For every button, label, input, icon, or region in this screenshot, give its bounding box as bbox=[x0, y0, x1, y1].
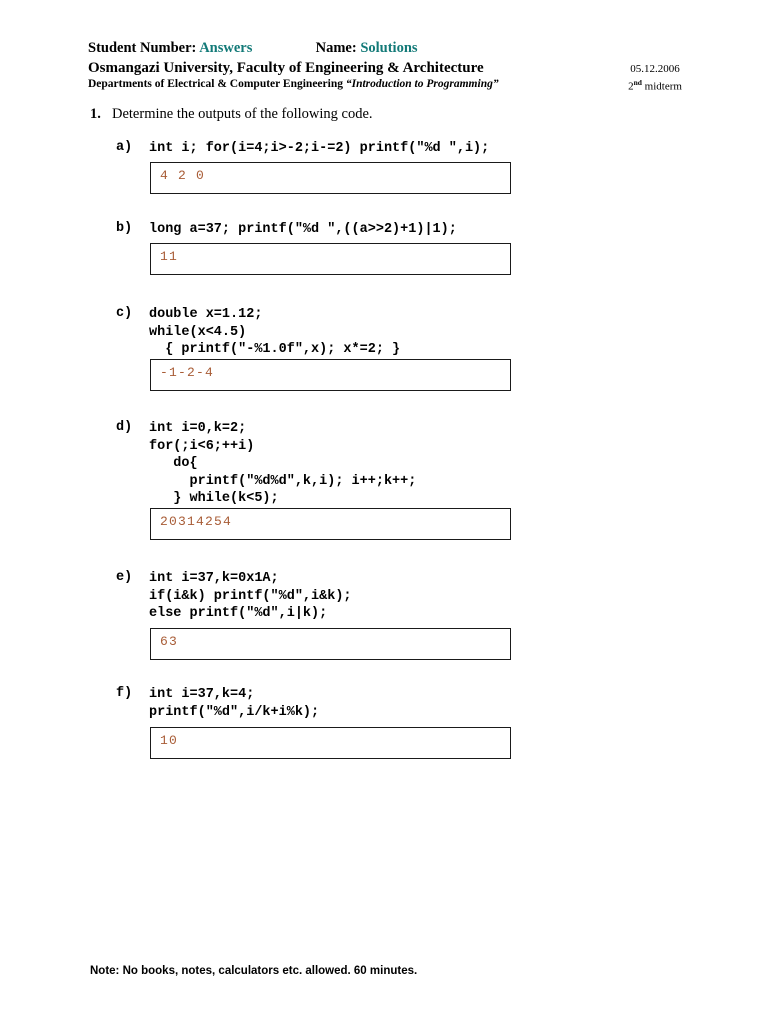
name-label: Name: bbox=[315, 40, 357, 56]
part-a-label: a) bbox=[116, 140, 133, 155]
term-ordinal: nd bbox=[633, 78, 642, 87]
footer-note: Note: No books, notes, calculators etc. … bbox=[90, 965, 418, 977]
part-d-answer-text: 20314254 bbox=[160, 514, 233, 529]
part-f-answer-text: 10 bbox=[160, 733, 179, 748]
departments-line: Departments of Electrical & Computer Eng… bbox=[88, 77, 688, 91]
part-a-answer-text: 4 2 0 bbox=[160, 168, 206, 183]
university-line: Osmangazi University, Faculty of Enginee… bbox=[88, 60, 484, 76]
part-b-answer-box[interactable]: 11 bbox=[150, 243, 511, 275]
student-name-line: Student Number: Answers Name: Solutions bbox=[88, 40, 688, 57]
document-header: Student Number: Answers Name: Solutions … bbox=[88, 40, 688, 91]
part-a-answer-box[interactable]: 4 2 0 bbox=[150, 162, 511, 194]
part-b-answer-text: 11 bbox=[160, 249, 179, 264]
part-d-code: int i=0,k=2; for(;i<6;++i) do{ printf("%… bbox=[149, 421, 417, 506]
term-number: 2 bbox=[628, 80, 634, 93]
question-heading: 1. Determine the outputs of the following… bbox=[90, 106, 373, 123]
part-c-label: c) bbox=[116, 306, 133, 321]
part-e-answer-text: 63 bbox=[160, 634, 179, 649]
part-c-answer-text: -1-2-4 bbox=[160, 365, 215, 380]
part-f-label: f) bbox=[116, 686, 133, 701]
name-value: Solutions bbox=[360, 40, 418, 56]
exam-term: 2nd midterm bbox=[600, 76, 710, 94]
header-meta: 05.12.2006 2nd midterm bbox=[600, 62, 710, 94]
term-label: midterm bbox=[641, 80, 682, 93]
part-f-answer-box[interactable]: 10 bbox=[150, 727, 511, 759]
question-number: 1. bbox=[90, 106, 101, 122]
student-number-value: Answers bbox=[199, 40, 253, 56]
departments-text: Departments of Electrical & Computer Eng… bbox=[88, 78, 346, 90]
part-c-code: double x=1.12; while(x<4.5) { printf("-%… bbox=[149, 307, 401, 357]
part-d-answer-box[interactable]: 20314254 bbox=[150, 508, 511, 540]
part-e-answer-box[interactable]: 63 bbox=[150, 628, 511, 660]
course-title: “Introduction to Programming” bbox=[345, 78, 499, 90]
part-e-label: e) bbox=[116, 570, 133, 585]
question-text: Determine the outputs of the following c… bbox=[112, 106, 373, 122]
part-d-label: d) bbox=[116, 420, 133, 435]
exam-date: 05.12.2006 bbox=[630, 63, 680, 75]
part-b-label: b) bbox=[116, 221, 133, 236]
part-b-code: long a=37; printf("%d ",((a>>2)+1)|1); bbox=[149, 222, 457, 237]
student-number-label: Student Number: bbox=[88, 40, 197, 56]
part-e-code: int i=37,k=0x1A; if(i&k) printf("%d",i&k… bbox=[149, 571, 352, 621]
part-f-code: int i=37,k=4; printf("%d",i/k+i%k); bbox=[149, 687, 320, 720]
part-a-code: int i; for(i=4;i>-2;i-=2) printf("%d ",i… bbox=[149, 141, 490, 156]
part-c-answer-box[interactable]: -1-2-4 bbox=[150, 359, 511, 391]
